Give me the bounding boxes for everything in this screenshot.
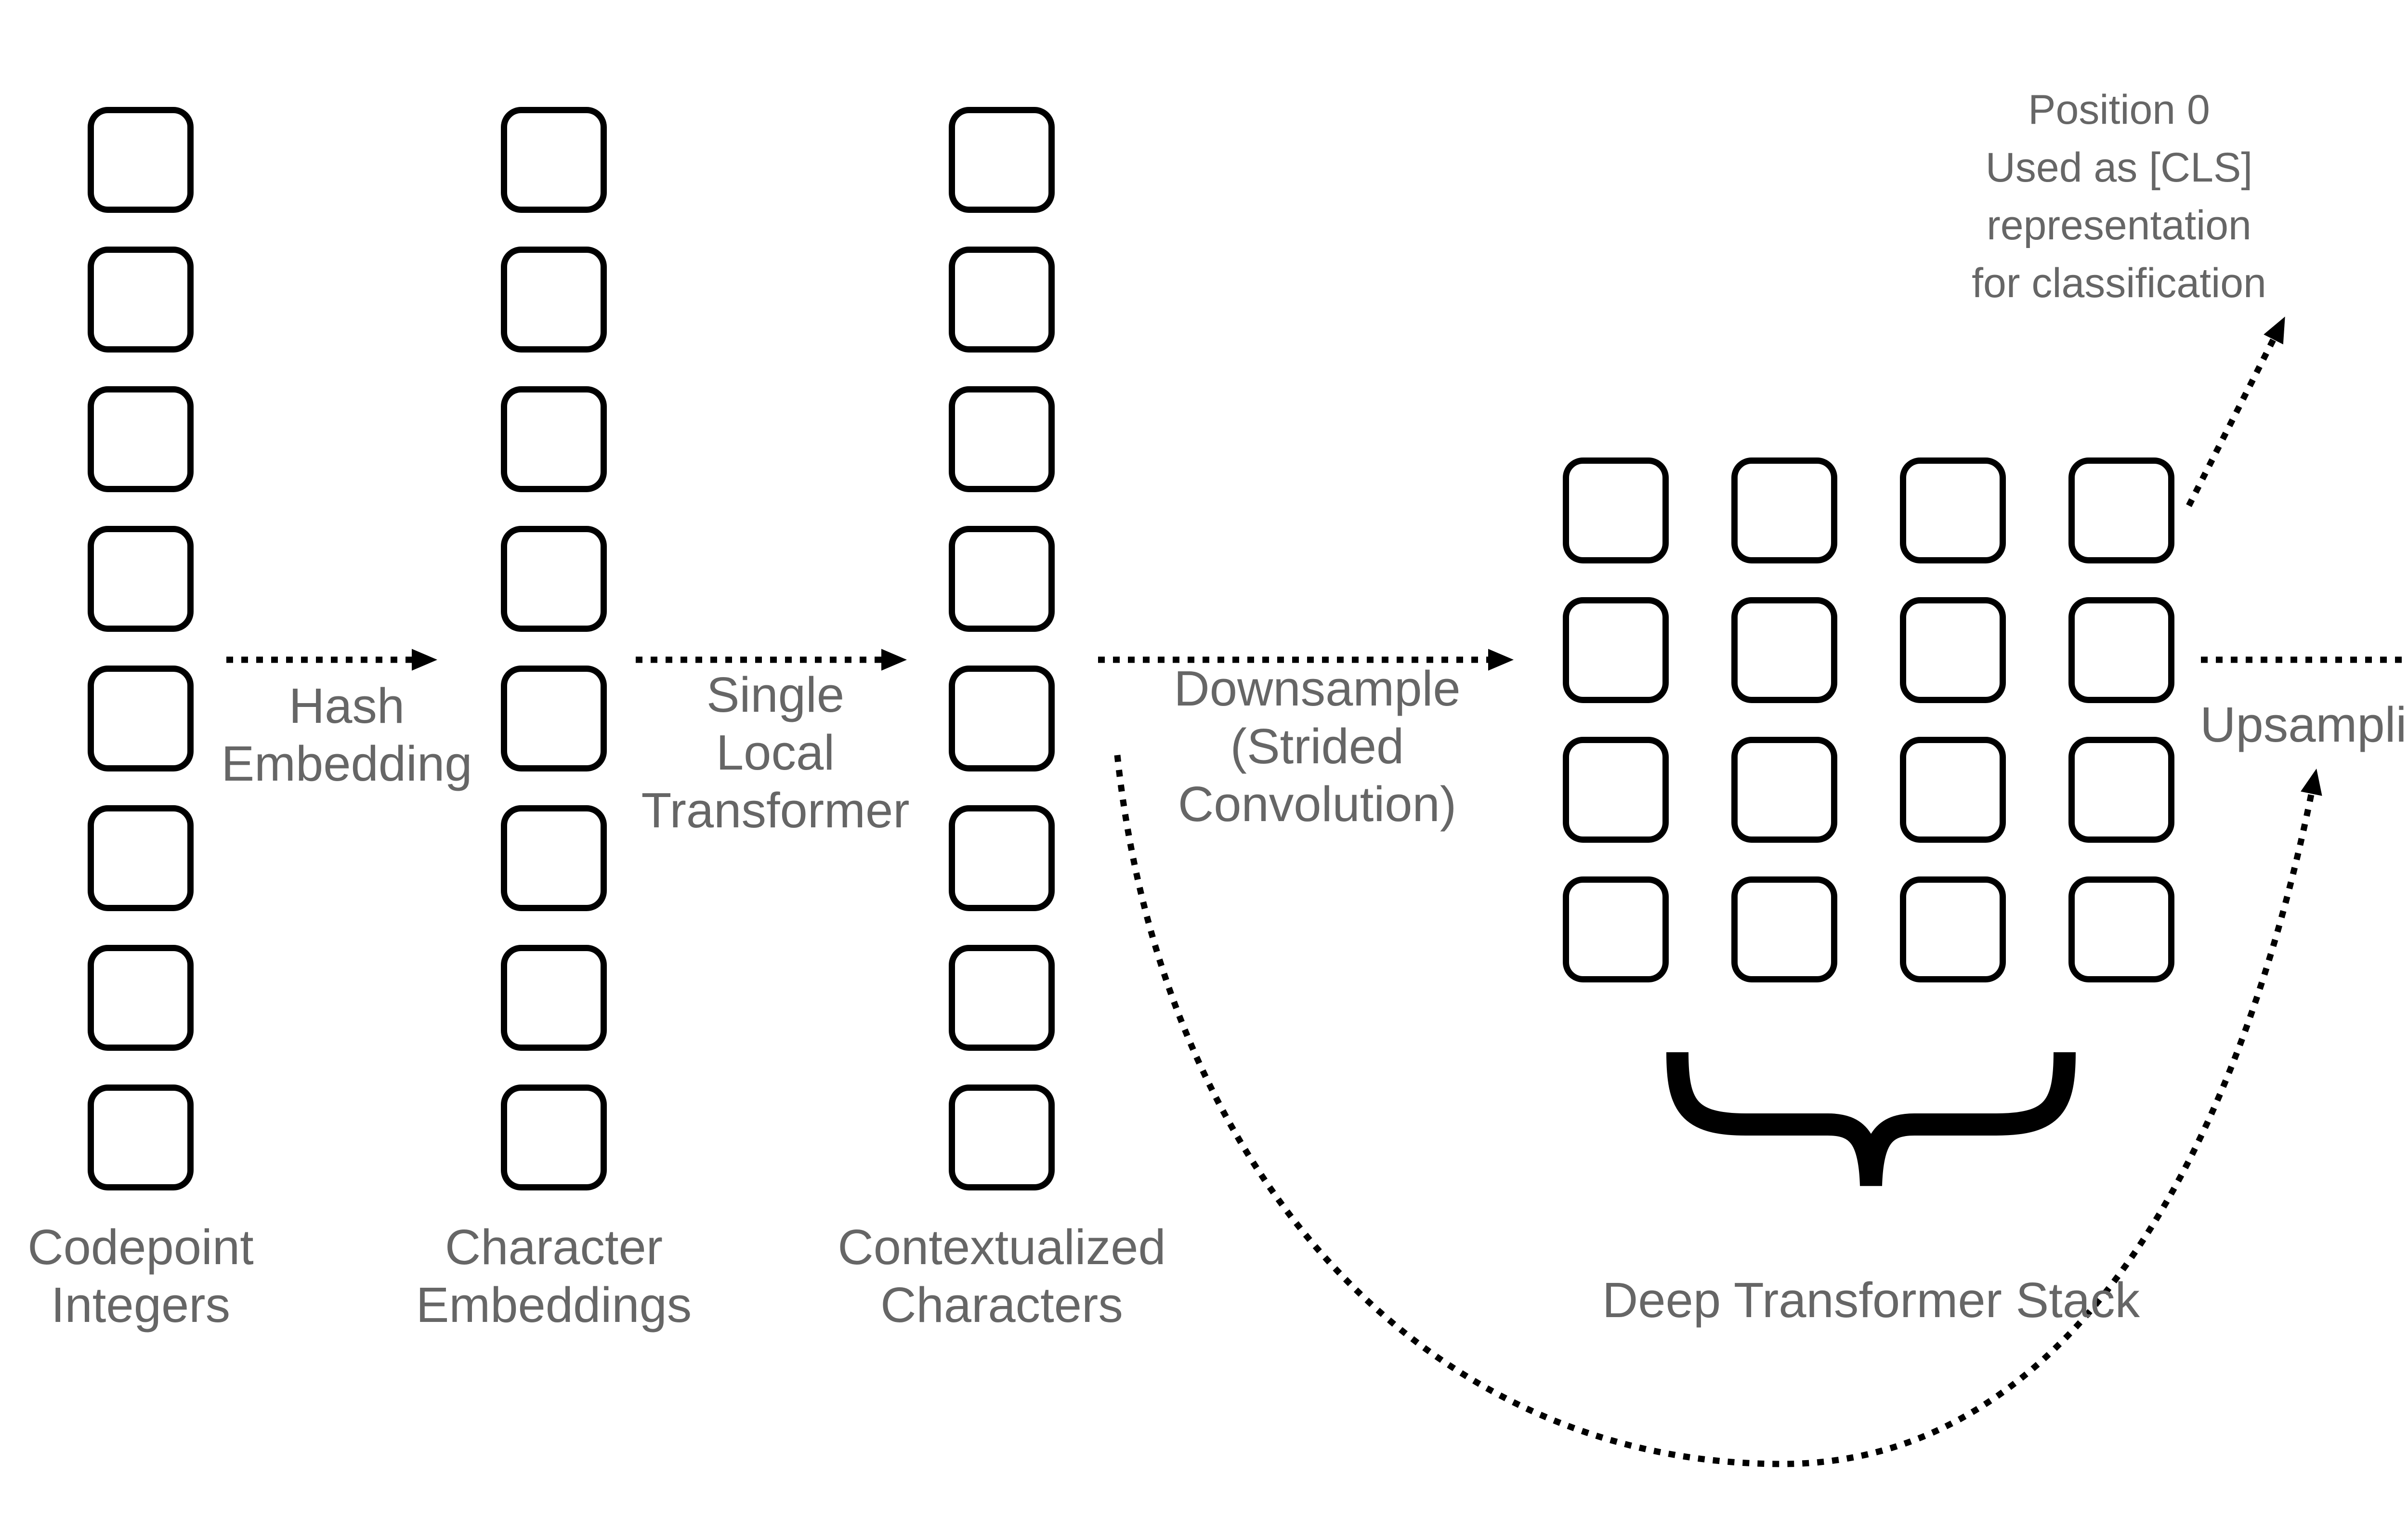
deep-transformer-grid-square-r3c1 bbox=[1563, 737, 1669, 843]
codepoint-integers-square-6 bbox=[88, 805, 194, 911]
deep-transformer-grid-square-r2c3 bbox=[1900, 597, 2006, 703]
deep-transformer-grid-square-r3c4 bbox=[2068, 737, 2174, 843]
contextualized-characters-square-8 bbox=[949, 1085, 1055, 1190]
contextualized-characters-label-line-2: Characters bbox=[880, 1277, 1123, 1333]
deep-transformer-grid-square-r1c4 bbox=[2068, 457, 2174, 563]
character-embeddings-square-2 bbox=[501, 247, 607, 353]
codepoint-integers-square-7 bbox=[88, 945, 194, 1051]
contextualized-characters-square-1 bbox=[949, 107, 1055, 213]
contextualized-characters-square-4 bbox=[949, 526, 1055, 632]
deep-transformer-grid-square-r4c2 bbox=[1731, 876, 1837, 982]
downsample-label-line-1: Downsample bbox=[1174, 661, 1461, 716]
codepoint-integers-square-5 bbox=[88, 666, 194, 771]
character-embeddings-label-line-2: Embeddings bbox=[416, 1277, 692, 1333]
deep-transformer-grid-square-r4c3 bbox=[1900, 876, 2006, 982]
character-embeddings-square-5 bbox=[501, 666, 607, 771]
contextualized-characters-square-5 bbox=[949, 666, 1055, 771]
deep-transformer-grid-square-r1c3 bbox=[1900, 457, 2006, 563]
character-embeddings-label-line-1: Character bbox=[445, 1219, 663, 1275]
upsampling-label-line-1: Upsampling bbox=[2200, 697, 2408, 752]
codepoint-integers-square-3 bbox=[88, 386, 194, 492]
deep-transformer-grid-square-r1c2 bbox=[1731, 457, 1837, 563]
codepoint-integers-label-line-1: Codepoint bbox=[27, 1219, 254, 1275]
deep-transformer-grid-square-r4c1 bbox=[1563, 876, 1669, 982]
character-embeddings-square-6 bbox=[501, 805, 607, 911]
character-embeddings-square-4 bbox=[501, 526, 607, 632]
deep-transformer-grid-square-r3c3 bbox=[1900, 737, 2006, 843]
codepoint-integers-square-4 bbox=[88, 526, 194, 632]
contextualized-characters-label-line-1: Contextualized bbox=[838, 1219, 1166, 1275]
downsample-label-line-2: (Strided bbox=[1230, 719, 1404, 774]
deep-transformer-grid-square-r1c1 bbox=[1563, 457, 1669, 563]
upsampling-label: Upsampling bbox=[2200, 696, 2408, 754]
hash-embedding-label-line-1: Hash bbox=[288, 678, 405, 733]
codepoint-integers-square-8 bbox=[88, 1085, 194, 1190]
single-local-transformer-label-line-2: Local bbox=[716, 725, 835, 780]
character-embeddings-square-3 bbox=[501, 386, 607, 492]
character-embeddings-square-1 bbox=[501, 107, 607, 213]
character-embeddings-square-8 bbox=[501, 1085, 607, 1190]
single-local-transformer-label-line-3: Transformer bbox=[641, 783, 910, 838]
downsample-label-line-3: Convolution) bbox=[1178, 776, 1457, 832]
hash-embedding-label-line-2: Embedding bbox=[221, 736, 472, 791]
codepoint-integers-square-2 bbox=[88, 247, 194, 353]
character-embeddings-square-7 bbox=[501, 945, 607, 1051]
deep-transformer-stack-label: Deep Transformer Stack bbox=[1602, 1272, 2140, 1328]
cls-note-label-line-2: Used as [CLS] bbox=[1985, 144, 2253, 191]
cls-arrow bbox=[2186, 316, 2285, 507]
skip-connection-curve bbox=[1114, 755, 2322, 1467]
deep-transformer-grid-square-r2c2 bbox=[1731, 597, 1837, 703]
contextualized-characters-square-2 bbox=[949, 247, 1055, 353]
contextualized-characters-square-3 bbox=[949, 386, 1055, 492]
contextualized-characters-square-6 bbox=[949, 805, 1055, 911]
single-local-transformer-label-line-1: Single bbox=[706, 667, 845, 722]
deep-transformer-grid-square-r2c1 bbox=[1563, 597, 1669, 703]
brace-icon bbox=[1666, 1052, 2076, 1186]
codepoint-integers-label-line-2: Integers bbox=[51, 1277, 231, 1333]
deep-transformer-grid-square-r2c4 bbox=[2068, 597, 2174, 703]
deep-transformer-grid-square-r3c2 bbox=[1731, 737, 1837, 843]
codepoint-integers-square-1 bbox=[88, 107, 194, 213]
cls-note-label: Position 0 Used as [CLS] representation for… bbox=[1972, 81, 2266, 312]
deep-transformer-grid-square-r4c4 bbox=[2068, 876, 2174, 982]
cls-note-label-line-3: representation bbox=[1987, 202, 2251, 248]
cls-note-label-line-4: for classification bbox=[1972, 260, 2266, 306]
cls-note-label-line-1: Position 0 bbox=[2028, 87, 2210, 133]
contextualized-characters-square-7 bbox=[949, 945, 1055, 1051]
